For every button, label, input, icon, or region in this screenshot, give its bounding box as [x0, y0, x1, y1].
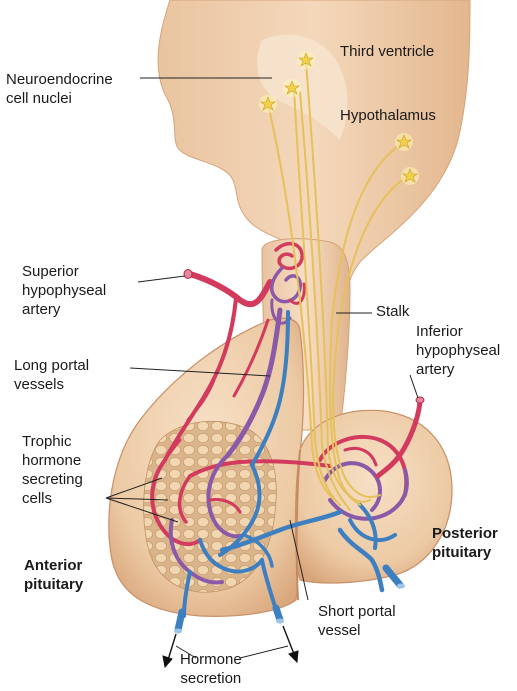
- leader-inferior-artery: [409, 374, 419, 399]
- label-long-portal-vessels: Long portal vessels: [14, 357, 90, 393]
- leader-lines: [105, 77, 419, 659]
- label-anterior-pituitary: Anterior pituitary: [24, 557, 84, 593]
- neuron-cell-bodies: [259, 51, 419, 185]
- leader-trophic-2: [105, 497, 169, 501]
- label-third-ventricle: Third ventricle: [340, 43, 435, 60]
- label-short-portal-vessel: Short portal vessel: [318, 603, 396, 639]
- label-trophic-hormone-secreting-cells: Trophic hormone secreting cells: [22, 433, 83, 507]
- label-hormone-secretion: Hormone secretion: [180, 651, 242, 687]
- hormone-secretion-arrows: [162, 625, 299, 669]
- short-portal-vessel: [188, 459, 343, 553]
- neurosecretory-axons: [267, 61, 409, 511]
- label-posterior-pituitary: Posterior pituitary: [432, 525, 498, 561]
- leader-short-portal: [289, 519, 309, 601]
- label-superior-hypophyseal-artery: Superior hypophyseal artery: [22, 263, 107, 318]
- label-inferior-hypophyseal-artery: Inferior hypophyseal artery: [416, 323, 501, 378]
- long-portal-vessels: [225, 307, 290, 467]
- label-stalk: Stalk: [376, 303, 410, 320]
- leader-trophic-1: [105, 477, 163, 499]
- label-hypothalamus: Hypothalamus: [340, 107, 436, 124]
- outflow-veins: [174, 564, 405, 634]
- leader-trophic-3: [105, 497, 179, 523]
- leader-secretion-left: [175, 645, 197, 659]
- leader-long-portal: [129, 367, 271, 377]
- superior-hypophyseal-artery: [163, 269, 273, 462]
- third-ventricle-shading: [257, 34, 348, 141]
- leader-secretion-right: [239, 645, 289, 659]
- lobe-cleft: [295, 449, 301, 601]
- leader-superior-artery: [137, 275, 186, 283]
- label-neuroendocrine-cell-nuclei: Neuroendocrine cell nuclei: [6, 71, 113, 107]
- inferior-hypophyseal-artery: [375, 396, 425, 479]
